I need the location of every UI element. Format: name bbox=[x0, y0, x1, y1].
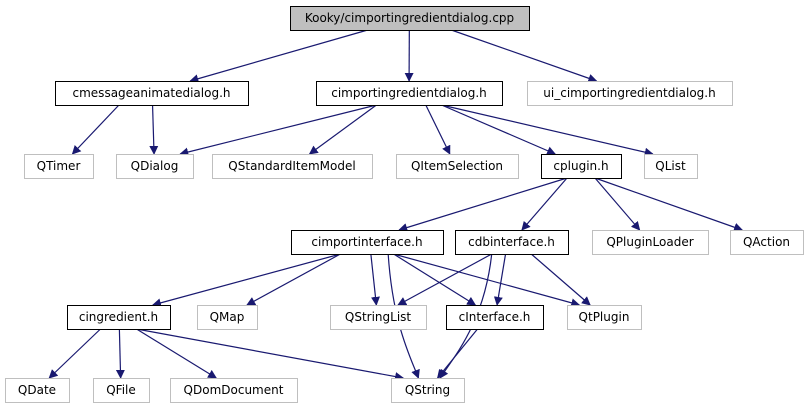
node-qaction: QAction bbox=[730, 230, 804, 255]
node-qfile: QFile bbox=[93, 378, 150, 403]
node-qtplugin: QtPlugin bbox=[567, 305, 642, 330]
node-cmessage[interactable]: cmessageanimatedialog.h bbox=[55, 81, 249, 106]
nodes-layer: Kooky/cimportingredientdialog.cpp cmessag… bbox=[5, 6, 804, 403]
node-box-qdate bbox=[5, 378, 70, 403]
edge-cplugin-to-cimportif bbox=[398, 177, 568, 232]
edge-root-to-ui bbox=[451, 29, 598, 83]
edge-cimporting-to-cplugin bbox=[441, 104, 557, 155]
node-label-qdomdoc: QDomDocument bbox=[184, 383, 284, 397]
node-box-root bbox=[290, 6, 530, 31]
node-qdialog: QDialog bbox=[116, 154, 194, 179]
node-box-qlist bbox=[644, 154, 698, 179]
edge-cimportif-to-cinterface bbox=[393, 253, 477, 306]
node-qstringlist: QStringList bbox=[330, 305, 427, 330]
edge-cdbif-to-qstringlist bbox=[397, 253, 493, 306]
node-qstring: QString bbox=[391, 378, 465, 403]
node-qpluginloader: QPluginLoader bbox=[592, 230, 709, 255]
node-cimporting[interactable]: cimportingredientdialog.h bbox=[316, 81, 503, 106]
edge-cinterface-to-qstring bbox=[436, 328, 478, 379]
edge-cimporting-to-qsim bbox=[308, 104, 377, 155]
node-label-cimportif: cimportinterface.h bbox=[311, 235, 422, 249]
node-label-qstringlist: QStringList bbox=[345, 310, 412, 324]
edge-cdbif-to-cinterface bbox=[493, 253, 507, 306]
edge-root-to-cmessage bbox=[189, 29, 368, 84]
node-label-qtimer: QTimer bbox=[37, 159, 81, 173]
edge-cingredient-to-qstring bbox=[136, 328, 405, 381]
edge-cimporting-to-qdialog bbox=[179, 104, 377, 157]
node-box-qsim bbox=[212, 154, 373, 179]
edge-cmessage-to-qdialog bbox=[149, 104, 159, 155]
node-box-qdomdoc bbox=[170, 378, 298, 403]
node-box-qtplugin bbox=[567, 305, 642, 330]
node-label-qdialog: QDialog bbox=[131, 159, 179, 173]
edge-cimportif-to-qmap bbox=[246, 253, 341, 306]
edge-cimportif-to-qstringlist bbox=[370, 253, 380, 306]
node-label-cplugin: cplugin.h bbox=[553, 159, 608, 173]
node-cdbif[interactable]: cdbinterface.h bbox=[455, 230, 569, 255]
node-box-cmessage bbox=[55, 81, 249, 106]
node-box-qisel bbox=[396, 154, 519, 179]
node-cinterface[interactable]: cInterface.h bbox=[446, 305, 544, 330]
node-label-qaction: QAction bbox=[743, 235, 790, 249]
node-qtimer: QTimer bbox=[24, 154, 94, 179]
node-root[interactable]: Kooky/cimportingredientdialog.cpp bbox=[290, 6, 530, 31]
node-label-qstring: QString bbox=[405, 383, 450, 397]
node-box-qaction bbox=[730, 230, 804, 255]
node-qdate: QDate bbox=[5, 378, 70, 403]
node-label-qmap: QMap bbox=[210, 310, 245, 324]
node-box-qtimer bbox=[24, 154, 94, 179]
node-label-qisel: QItemSelection bbox=[411, 159, 503, 173]
node-label-qpluginloader: QPluginLoader bbox=[606, 235, 693, 249]
node-label-qsim: QStandardItemModel bbox=[228, 159, 355, 173]
node-label-cinterface: cInterface.h bbox=[459, 310, 531, 324]
edge-cimportif-to-cingredient bbox=[151, 253, 341, 308]
node-label-cmessage: cmessageanimatedialog.h bbox=[73, 86, 231, 100]
edge-cdbif-to-qtplugin bbox=[530, 253, 591, 306]
node-label-qtplugin: QtPlugin bbox=[579, 310, 630, 324]
node-label-qlist: QList bbox=[655, 159, 686, 173]
edge-cplugin-to-qpluginloader bbox=[594, 177, 641, 231]
node-ui: ui_cimportingredientdialog.h bbox=[527, 81, 733, 106]
node-label-ui: ui_cimportingredientdialog.h bbox=[543, 86, 715, 100]
node-box-cdbif bbox=[455, 230, 569, 255]
node-cimportif[interactable]: cimportinterface.h bbox=[291, 230, 444, 255]
node-label-qfile: QFile bbox=[106, 383, 136, 397]
node-box-qmap bbox=[197, 305, 258, 330]
edge-cimportif-to-qtplugin bbox=[393, 253, 581, 308]
node-qsim: QStandardItemModel bbox=[212, 154, 373, 179]
node-qisel: QItemSelection bbox=[396, 154, 519, 179]
node-box-qfile bbox=[93, 378, 150, 403]
edge-cimporting-to-qisel bbox=[425, 104, 451, 155]
edge-cingredient-to-qdomdoc bbox=[136, 328, 218, 379]
node-box-ui bbox=[527, 81, 733, 106]
edge-cingredient-to-qfile bbox=[115, 328, 125, 379]
node-label-root: Kooky/cimportingredientdialog.cpp bbox=[305, 11, 514, 25]
node-box-cimporting bbox=[316, 81, 503, 106]
edge-cmessage-to-qtimer bbox=[71, 104, 120, 155]
node-box-cplugin bbox=[541, 154, 622, 179]
node-qdomdoc: QDomDocument bbox=[170, 378, 298, 403]
node-box-qdialog bbox=[116, 154, 194, 179]
node-label-qdate: QDate bbox=[18, 383, 56, 397]
node-label-cimporting: cimportingredientdialog.h bbox=[331, 86, 487, 100]
node-box-cinterface bbox=[446, 305, 544, 330]
node-box-qstringlist bbox=[330, 305, 427, 330]
node-label-cdbif: cdbinterface.h bbox=[468, 235, 555, 249]
edge-cplugin-to-qaction bbox=[594, 177, 744, 232]
node-qmap: QMap bbox=[197, 305, 258, 330]
edge-cingredient-to-qdate bbox=[48, 328, 101, 379]
node-box-qpluginloader bbox=[592, 230, 709, 255]
node-box-cimportif bbox=[291, 230, 444, 255]
edges-layer bbox=[48, 29, 744, 381]
node-qlist: QList bbox=[644, 154, 698, 179]
edge-cimporting-to-qlist bbox=[441, 104, 654, 157]
node-box-qstring bbox=[391, 378, 465, 403]
edge-cimportif-to-qstring bbox=[387, 253, 420, 379]
node-cplugin[interactable]: cplugin.h bbox=[541, 154, 622, 179]
node-cingredient[interactable]: cingredient.h bbox=[67, 305, 171, 330]
node-label-cingredient: cingredient.h bbox=[79, 310, 158, 324]
edge-cplugin-to-cdbif bbox=[521, 177, 568, 231]
node-box-cingredient bbox=[67, 305, 171, 330]
